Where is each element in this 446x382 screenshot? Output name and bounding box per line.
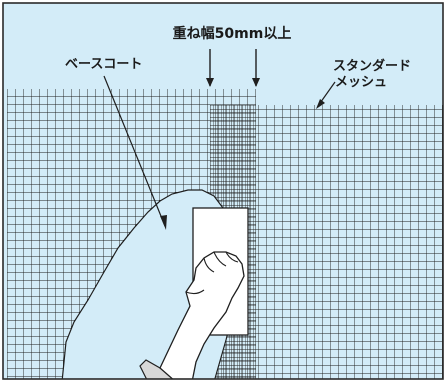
overlap-width-label: 重ね幅50mm以上: [173, 25, 292, 42]
sleeve: [139, 359, 176, 379]
hand: [159, 251, 245, 379]
base-coat-leader: [103, 75, 167, 230]
standard-mesh-label-line1: スタンダード: [333, 58, 411, 74]
overlap-dimension-marker: [206, 49, 260, 87]
standard-mesh-leader: [316, 81, 336, 109]
base-coat-label: ベースコート: [65, 57, 142, 72]
standard-mesh-label-line2: メッシュ: [335, 75, 387, 90]
hand-finger-lines: [185, 251, 239, 295]
